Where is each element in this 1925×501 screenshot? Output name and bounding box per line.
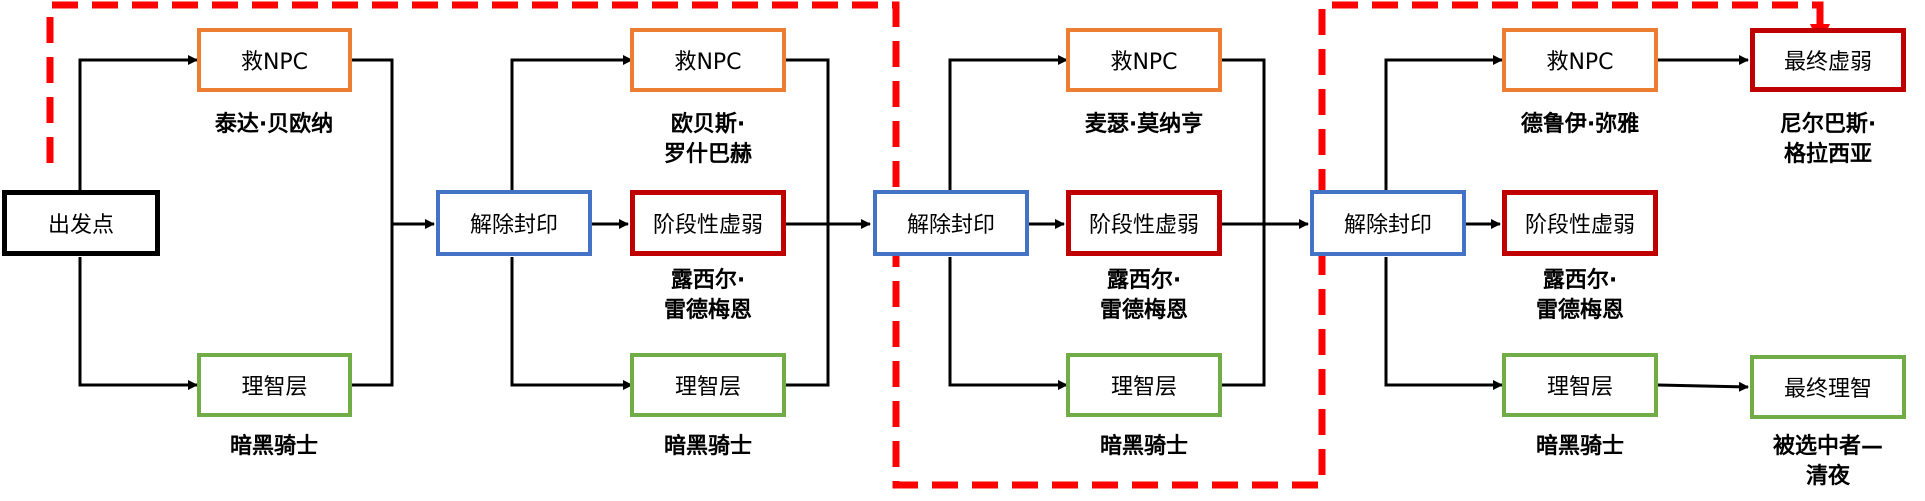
stage1-sanity-name: 暗黑骑士: [229, 434, 318, 459]
stage2-weak-box: 阶段性虚弱: [630, 190, 786, 256]
stage3-npc-name: 麦瑟·莫纳亨: [1084, 112, 1204, 137]
stage4-weak-box: 阶段性虚弱: [1502, 190, 1658, 256]
stage4-weak-name: 露西尔· 雷德梅恩: [1535, 268, 1624, 323]
stage3-sanity-box: 理智层: [1066, 353, 1222, 417]
stage1-npc-box: 救NPC: [197, 28, 352, 92]
stage4-sanity-name: 暗黑骑士: [1535, 434, 1624, 459]
final-weak-box: 最终虚弱: [1750, 28, 1906, 92]
stage2-weak-name: 露西尔· 雷德梅恩: [663, 268, 752, 323]
stage2-npc-name: 欧贝斯· 罗什巴赫: [663, 112, 752, 167]
connector-seal4-npc: [1384, 55, 1503, 190]
stage2-npc-box: 救NPC: [630, 28, 786, 92]
highlight-path-left: [46, 1, 1824, 489]
stage3-weak-box: 阶段性虚弱: [1066, 190, 1222, 256]
stage4-npc-box: 救NPC: [1502, 28, 1658, 92]
connector-start-npc: [78, 55, 198, 192]
stage4-sanity-box: 理智层: [1502, 353, 1658, 417]
start-node: 出发点: [2, 190, 160, 256]
final-weak-name: 尼尔巴斯· 格拉西亚: [1779, 112, 1877, 167]
connector-seal3-npc: [948, 55, 1068, 190]
stage3-weak-name: 露西尔· 雷德梅恩: [1099, 268, 1188, 323]
stage3-npc-box: 救NPC: [1066, 28, 1222, 92]
final-sanity-name: 被选中者— 清夜: [1772, 434, 1883, 489]
connector-npc1-merge: [352, 58, 394, 387]
final-sanity-box: 最终理智: [1750, 355, 1906, 419]
connector-seal2-sanity: [510, 257, 633, 390]
connector-start-sanity: [78, 257, 198, 390]
stage3-sanity-name: 暗黑骑士: [1099, 434, 1188, 459]
stage4-seal-box: 解除封印: [1310, 190, 1466, 256]
connector-sanity4-final-sanity: [1657, 381, 1749, 392]
stage4-npc-name: 德鲁伊·弥雅: [1520, 112, 1640, 137]
connector-seal2-npc: [510, 55, 633, 190]
stage2-sanity-box: 理智层: [630, 353, 786, 417]
stage1-sanity-box: 理智层: [197, 353, 352, 417]
connector-seal4-sanity: [1384, 257, 1503, 390]
connector-seal3-sanity: [948, 257, 1068, 390]
stage2-sanity-name: 暗黑骑士: [663, 434, 752, 459]
stage3-seal-box: 解除封印: [873, 190, 1029, 256]
stage1-npc-name: 泰达·贝欧纳: [214, 112, 334, 137]
stage2-seal-box: 解除封印: [436, 190, 592, 256]
